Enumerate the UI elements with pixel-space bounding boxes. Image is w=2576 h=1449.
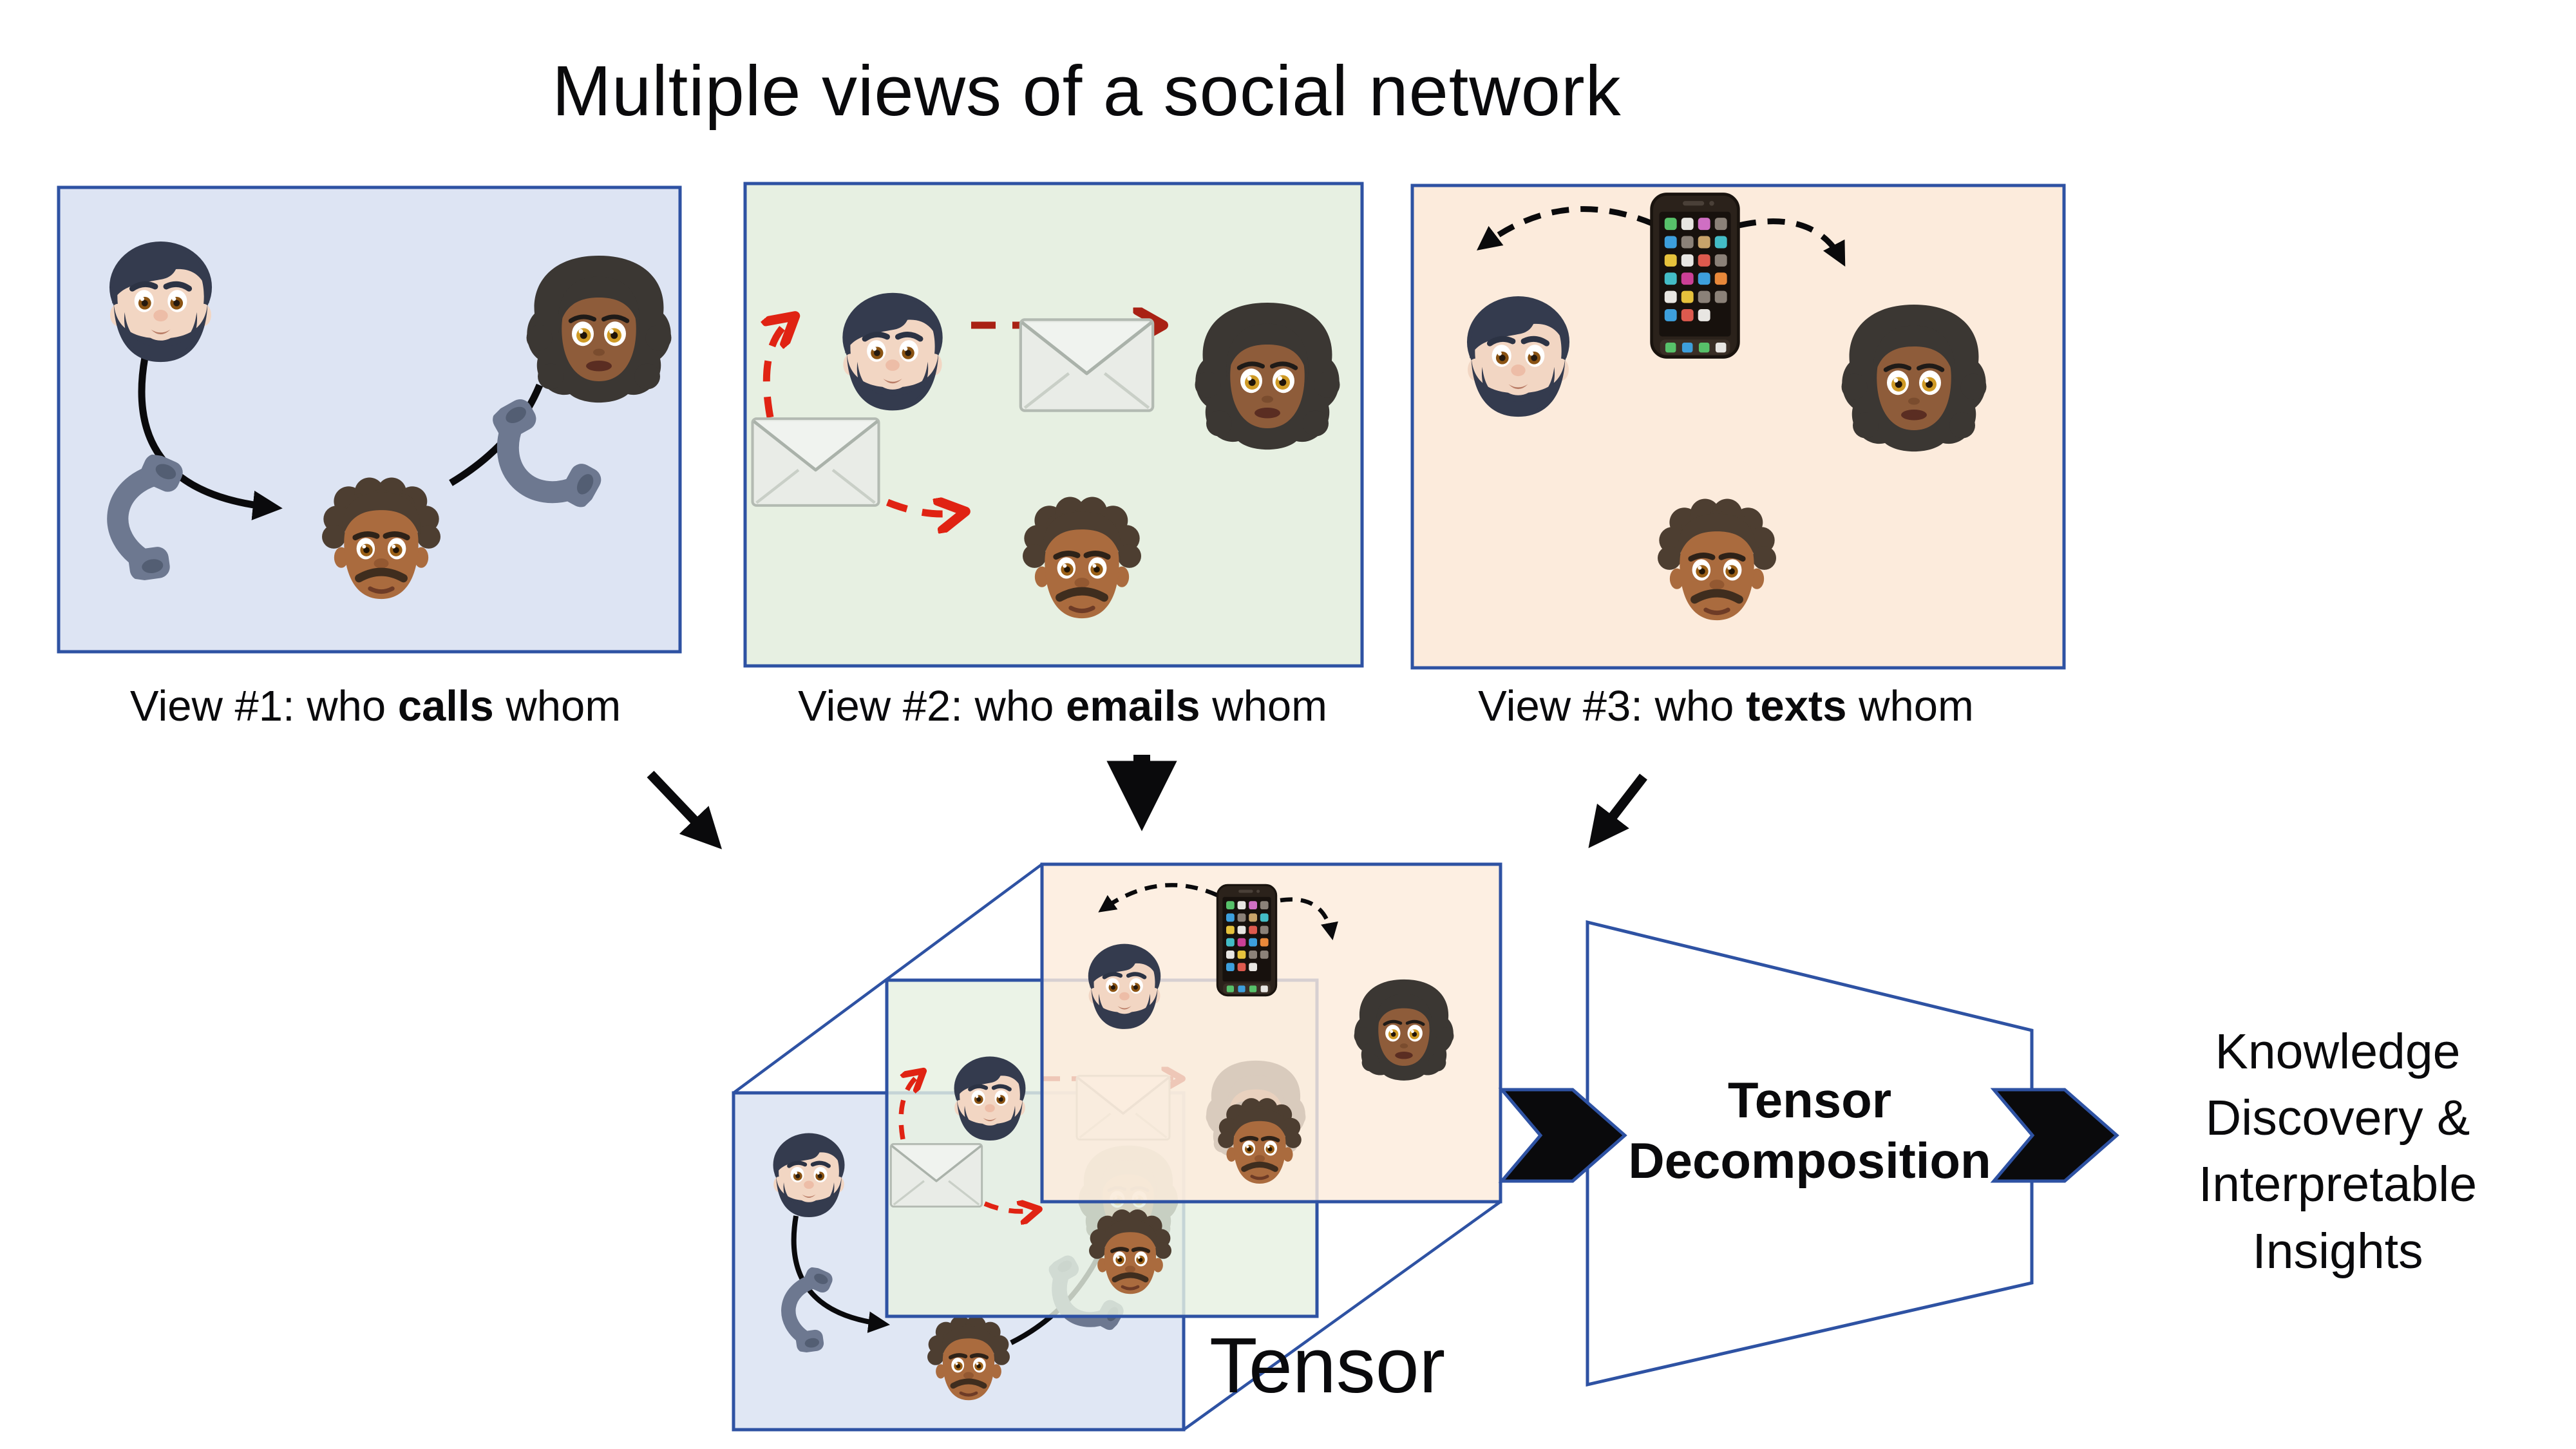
bearded-man-emoji (773, 1133, 845, 1218)
curly-woman-emoji (527, 256, 672, 402)
tensor-stack (732, 862, 1502, 1432)
bearded-man-emoji (109, 242, 212, 362)
bearded-man-emoji (1467, 296, 1569, 417)
envelope-icon (889, 1142, 983, 1208)
caption-view2-prefix: View #2: who (798, 682, 1066, 730)
caption-view1-prefix: View #1: who (129, 682, 398, 730)
tensor-edge-bottomright (1182, 1200, 1502, 1431)
curly-woman-emoji (1354, 980, 1454, 1081)
decomposition-label: Tensor Decomposition (1628, 1072, 1991, 1189)
mini-email-arrow (983, 1204, 1034, 1211)
caption-view1: View #1: who calls whom (86, 681, 665, 731)
panel-view3-texts (1410, 184, 2066, 670)
email-arrow-to-man2 (886, 502, 958, 514)
outcome-label: Knowledge Discovery & Interpretable Insi… (2198, 1024, 2477, 1279)
email-arrow-to-man1 (766, 321, 790, 419)
down-arrow-view3 (1588, 773, 1647, 848)
caption-view2-keyword: emails (1065, 682, 1200, 730)
text-arc-to-woman (1738, 218, 1846, 267)
panel-view1-calls (57, 185, 682, 654)
text-arc-to-man1 (1476, 206, 1655, 251)
bearded-man-emoji (842, 293, 942, 411)
envelope-icon (1021, 319, 1153, 410)
smartphone-icon (1652, 194, 1739, 357)
tensor-slice-texts (1040, 862, 1502, 1204)
caption-view3-prefix: View #3: who (1478, 682, 1747, 730)
mini-text-arc (1098, 883, 1218, 913)
flow-chevron-2 (1990, 1088, 2119, 1183)
caption-view3: View #3: who texts whom (1436, 681, 2016, 731)
flow-chevron-1 (1498, 1088, 1627, 1183)
caption-view2-suffix: whom (1200, 682, 1327, 730)
caption-view2: View #2: who emails whom (773, 681, 1352, 731)
curly-woman-emoji (1842, 305, 1987, 451)
smartphone-icon (1216, 884, 1278, 997)
mini-email-arrow (898, 1074, 920, 1140)
caption-view1-suffix: whom (493, 682, 621, 730)
caption-view3-keyword: texts (1746, 682, 1847, 730)
curly-woman-emoji (1195, 303, 1340, 450)
decomposition-funnel (1586, 920, 2034, 1387)
mini-call-arrow (791, 1215, 891, 1333)
panel-view2-emails (743, 182, 1364, 668)
tensor-label: Tensor (1209, 1321, 1446, 1409)
caption-view3-suffix: whom (1846, 682, 1974, 730)
figure-title: Multiple views of a social network (552, 52, 1622, 131)
bearded-man-emoji (954, 1057, 1026, 1141)
mini-text-arc (1280, 897, 1338, 941)
down-arrow-view1 (647, 770, 723, 849)
envelope-icon (753, 419, 879, 506)
bearded-man-emoji (1088, 944, 1160, 1029)
caption-view1-keyword: calls (397, 682, 494, 730)
